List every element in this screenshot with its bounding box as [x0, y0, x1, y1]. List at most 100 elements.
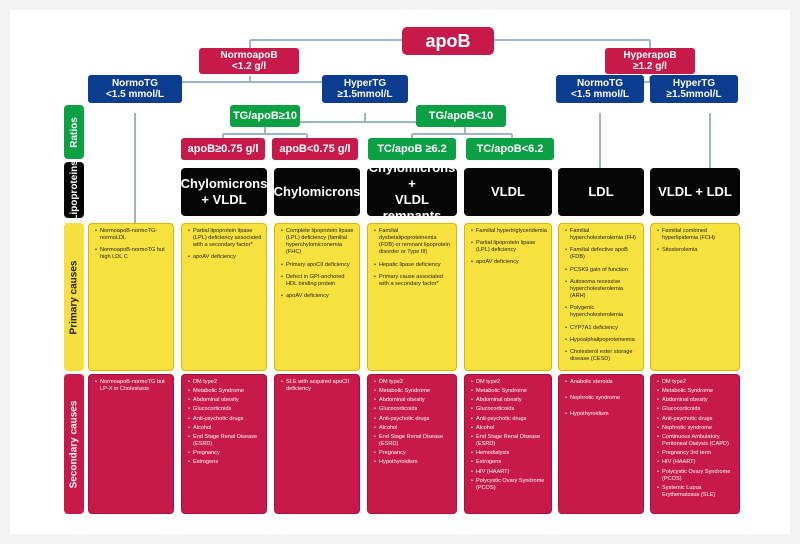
- primary-causes-item: NormoapoB-normoTG-normoLDL: [95, 228, 169, 242]
- secondary-causes-item: Estrogens: [471, 459, 547, 466]
- secondary-causes-item: DM type2: [471, 379, 547, 386]
- primary-causes-item: apoAV deficiency: [188, 254, 262, 261]
- ratio-tc-apob-ge62: TC/apoB ≥6.2: [368, 138, 456, 160]
- normoapob-normotg-line2: <1.5 mmol/L: [105, 89, 165, 100]
- primary-causes-list: Familial combined hyperlipidemia (FCH)Si…: [657, 228, 735, 255]
- hyperapob-normotg-line2: <1.5 mmol/L: [570, 89, 630, 100]
- primary-causes-item: apoAV deficiency: [471, 259, 547, 266]
- primary-causes-list: NormoapoB-normoTG-normoLDL NormoapoB-norm…: [95, 228, 169, 262]
- apob-root-label: apoB: [425, 30, 471, 51]
- secondary-causes-item: Metabolic Syndrome: [471, 388, 547, 395]
- secondary-causes-item: Abdominal obesity: [657, 397, 735, 404]
- hyperapob-hypertg-line1: HyperTG: [672, 77, 716, 89]
- secondary-causes-item: Systemic Lupus Erythematosus (SLE): [657, 485, 735, 499]
- secondary-causes-item: Anti-psychotic drugs: [188, 416, 262, 423]
- secondary-causes-item: Polycystic Ovary Syndrome (PCOS): [471, 478, 547, 492]
- primary-panel-col1: Partial lipoprotein lipase (LPL) deficie…: [181, 223, 267, 371]
- primary-causes-item: Hypoalphalipoproteinemia: [565, 337, 639, 344]
- primary-causes-item: Partial lipoprotein lipase (LPL) deficie…: [471, 240, 547, 254]
- side-label-primary-text: Primary causes: [68, 260, 80, 334]
- side-label-lipoproteins-text: Lipoproteins: [68, 159, 80, 221]
- primary-causes-item: Defect in GPI-anchored HDL binding prote…: [281, 274, 355, 288]
- lipoprotein-chylo-remnants-line1: Chylomicrons +: [368, 159, 456, 191]
- side-label-ratios: Ratios: [64, 105, 84, 159]
- normoapob-line1: NormoapoB: [220, 49, 278, 61]
- primary-causes-item: Primary apoCII deficiency: [281, 262, 355, 269]
- side-label-secondary: Secondary causes: [64, 374, 84, 514]
- hyperapob-hypertg-box: HyperTG ≥1.5mmol/L: [650, 75, 738, 103]
- primary-causes-item: PCSK9 gain of function: [565, 267, 639, 274]
- ratio-tc-apob-ge62-label: TC/apoB ≥6.2: [377, 142, 447, 155]
- secondary-causes-list: SLE with acquired apoCII deficiency: [281, 379, 355, 393]
- secondary-causes-item: Metabolic Syndrome: [188, 388, 262, 395]
- secondary-causes-item: Metabolic Syndrome: [657, 388, 735, 395]
- normoapob-normotg-line1: NormoTG: [111, 77, 159, 89]
- secondary-causes-item: Abdominal obesity: [188, 397, 262, 404]
- secondary-panel-col0: NormoapoB-normoTG but LP-X in Cholestasi…: [88, 374, 174, 514]
- primary-causes-item: Autosoma recessive hypercholesterolemia …: [565, 279, 639, 300]
- secondary-causes-item: HIV (HAART): [471, 469, 547, 476]
- hyperapob-line1: HyperapoB: [623, 49, 677, 61]
- primary-panel-col5: Familial hypercholesterolemia (FH) Famili…: [558, 223, 644, 371]
- secondary-panel-col3: DM type2Metabolic SyndromeAbdominal obes…: [367, 374, 457, 514]
- secondary-causes-item: Estrogens: [188, 459, 262, 466]
- primary-causes-item: CYP7A1 deficiency: [565, 325, 639, 332]
- secondary-causes-item: Nephrotic syndrome: [657, 425, 735, 432]
- secondary-causes-list: DM type2Metabolic SyndromeAbdominal obes…: [188, 379, 262, 467]
- side-label-ratios-text: Ratios: [68, 116, 80, 148]
- secondary-causes-item: Glucocorticoids: [188, 406, 262, 413]
- secondary-causes-list: DM type2Metabolic SyndromeAbdominal obes…: [471, 379, 547, 492]
- primary-causes-item: Hepatic lipase deficiency: [374, 262, 452, 269]
- normoapob-normotg-box: NormoTG <1.5 mmol/L: [88, 75, 182, 103]
- primary-panel-col3: Familial dysbetalipoproteinemia (FDB) or…: [367, 223, 457, 371]
- primary-causes-item: Familial defective apoB (FDB): [565, 247, 639, 261]
- primary-causes-list: Partial lipoprotein lipase (LPL) deficie…: [188, 228, 262, 262]
- secondary-causes-item: Hypothyroidism: [565, 411, 639, 418]
- secondary-causes-item: Pregnancy: [374, 450, 452, 457]
- secondary-panel-col6: DM type2Metabolic SyndromeAbdominal obes…: [650, 374, 740, 514]
- secondary-causes-item: End Stage Renal Disease (ESRD): [188, 434, 262, 448]
- secondary-causes-item: NormoapoB-normoTG but LP-X in Cholestasi…: [95, 379, 169, 393]
- primary-causes-item: Primary cause associated with a secondar…: [374, 274, 452, 288]
- secondary-causes-item: Anti-psychotic drugs: [374, 416, 452, 423]
- ratio-apob-ge075: apoB≥0.75 g/l: [181, 138, 265, 160]
- lipoprotein-chylo-vldl-line1: Chylomicrons: [180, 175, 268, 191]
- normoapob-line2: <1.2 g/l: [231, 61, 267, 72]
- hyperapob-box: HyperapoB ≥1.2 g/l: [605, 48, 695, 74]
- lipoprotein-ldl-line1: LDL: [588, 183, 614, 199]
- secondary-causes-item: Hemodialysis: [471, 450, 547, 457]
- ratio-tg-apob-ge10: TG/apoB≥10: [230, 105, 300, 127]
- secondary-panel-col4: DM type2Metabolic SyndromeAbdominal obes…: [464, 374, 552, 514]
- secondary-causes-item: Pregnancy: [188, 450, 262, 457]
- lipoprotein-chylo-vldl: Chylomicrons + VLDL: [181, 168, 267, 216]
- lipoprotein-vldl-ldl: VLDL + LDL: [650, 168, 740, 216]
- ratio-tc-apob-lt62-label: TC/apoB<6.2: [476, 142, 544, 155]
- primary-causes-item: Familial hypertriglyceridemia: [471, 228, 547, 235]
- primary-causes-item: NormoapoB-normoTG but high LDL C: [95, 247, 169, 261]
- secondary-causes-item: DM type2: [657, 379, 735, 386]
- primary-causes-item: Sitosterolemia: [657, 247, 735, 254]
- secondary-causes-item: Anti-psychotic drugs: [657, 416, 735, 423]
- hyperapob-line2: ≥1.2 g/l: [633, 61, 667, 72]
- secondary-panel-col2: SLE with acquired apoCII deficiency: [274, 374, 360, 514]
- secondary-causes-item: Abdominal obesity: [374, 397, 452, 404]
- secondary-causes-item: Glucocorticoids: [471, 406, 547, 413]
- normoapob-box: NormoapoB <1.2 g/l: [199, 48, 299, 74]
- secondary-causes-item: Alcohol: [471, 425, 547, 432]
- secondary-panel-col1: DM type2Metabolic SyndromeAbdominal obes…: [181, 374, 267, 514]
- ratio-tg-apob-lt10: TG/apoB<10: [416, 105, 506, 127]
- lipoprotein-vldl-ldl-line1: VLDL + LDL: [658, 183, 732, 199]
- normoapob-hypertg-line2: ≥1.5mmol/L: [337, 89, 393, 100]
- lipoprotein-chylo-vldl-line2: + VLDL: [201, 192, 247, 207]
- lipoprotein-chylo-remnants-line2: VLDL remnants: [382, 192, 442, 224]
- secondary-causes-item: HIV (HAART): [657, 459, 735, 466]
- side-label-lipoproteins: Lipoproteins: [64, 159, 84, 221]
- secondary-panel-col5: Anabolic steroidsNephrotic syndromeHypot…: [558, 374, 644, 514]
- secondary-causes-item: End Stage Renal Disease (ESRD): [471, 434, 547, 448]
- lipoprotein-chylo-line1: Chylomicrons: [273, 183, 361, 199]
- primary-panel-col2: Complete lipoprotein lipase (LPL) defici…: [274, 223, 360, 371]
- primary-causes-item: Familial hypercholesterolemia (FH): [565, 228, 639, 242]
- secondary-causes-item: Metabolic Syndrome: [374, 388, 452, 395]
- hyperapob-normotg-box: NormoTG <1.5 mmol/L: [556, 75, 644, 103]
- secondary-causes-item: Anti-psychotic drugs: [471, 416, 547, 423]
